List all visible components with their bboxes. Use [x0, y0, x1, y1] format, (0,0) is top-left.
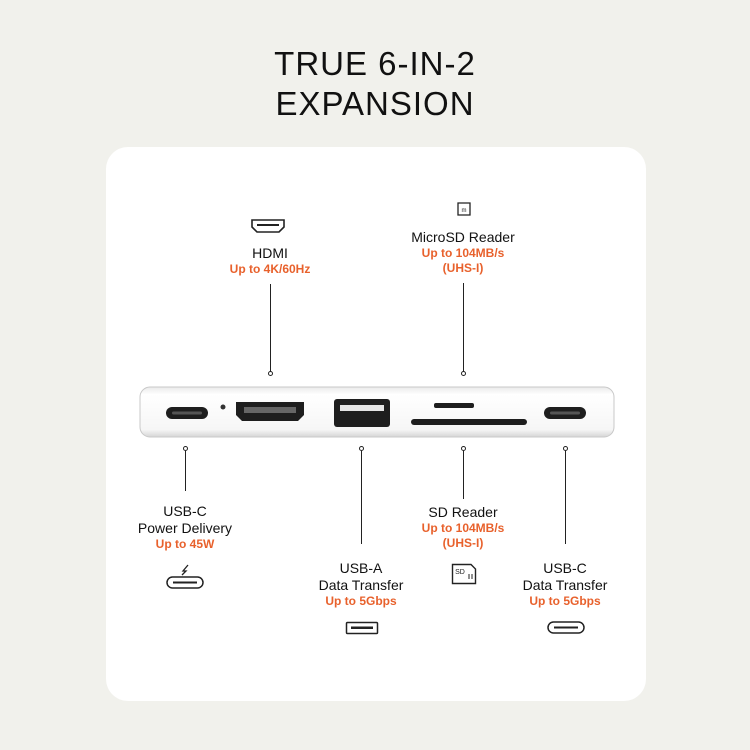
usba-label: USB-A Data Transfer Up to 5Gbps: [271, 560, 451, 609]
microsd-leader-dot: [461, 371, 466, 376]
usbc-data-name-1: USB-C: [543, 560, 587, 576]
hdmi-name: HDMI: [252, 245, 288, 261]
microsd-label: MicroSD Reader Up to 104MB/s (UHS-I): [373, 229, 553, 276]
usbc-data-leader-dot: [563, 446, 568, 451]
sd-card-icon-text: SD: [455, 569, 465, 576]
usbc-pd-name-2: Power Delivery: [137, 520, 233, 536]
sd-spec-1: Up to 104MB/s: [421, 521, 505, 535]
hdmi-icon: [251, 219, 285, 233]
usba-name-2: Data Transfer: [318, 577, 404, 593]
usbc-data-leader: [565, 451, 566, 544]
hdmi-label: HDMI Up to 4K/60Hz: [180, 245, 360, 277]
usbc-data-spec: Up to 5Gbps: [529, 594, 601, 608]
hdmi-leader-dot: [268, 371, 273, 376]
usbc-data-name-2: Data Transfer: [522, 577, 608, 593]
microsd-spec-2: (UHS-I): [442, 261, 484, 275]
usbc-data-label: USB-C Data Transfer Up to 5Gbps: [475, 560, 655, 609]
hdmi-leader: [270, 284, 271, 372]
usbc-power-icon: [166, 564, 204, 589]
usbc-pd-leader: [185, 451, 186, 491]
sd-label: SD Reader Up to 104MB/s (UHS-I): [373, 504, 553, 551]
microsd-slot: [434, 403, 474, 408]
hdmi-spec: Up to 4K/60Hz: [229, 262, 311, 276]
sd-card-icon: SD: [451, 563, 477, 585]
sd-leader: [463, 451, 464, 499]
sd-slot: [411, 419, 527, 425]
usba-port: [334, 399, 390, 427]
usba-leader: [361, 451, 362, 544]
microsd-name: MicroSD Reader: [411, 229, 515, 245]
usba-spec: Up to 5Gbps: [325, 594, 397, 608]
microsd-icon: m: [457, 202, 471, 216]
usbc-pd-leader-dot: [183, 446, 188, 451]
sd-name: SD Reader: [428, 504, 498, 520]
hub-device: [139, 386, 615, 438]
usba-icon: [345, 621, 379, 635]
page-title: TRUE 6-IN-2 EXPANSION: [0, 44, 750, 124]
title-line-1: TRUE 6-IN-2: [274, 45, 476, 82]
usba-name-1: USB-A: [339, 560, 383, 576]
sd-spec-2: (UHS-I): [442, 536, 484, 550]
microsd-spec-1: Up to 104MB/s: [421, 246, 505, 260]
title-line-2: EXPANSION: [275, 85, 475, 122]
status-led: [220, 404, 226, 410]
svg-text:m: m: [462, 208, 467, 214]
microsd-leader: [463, 283, 464, 372]
usba-leader-dot: [359, 446, 364, 451]
usbc-pd-spec: Up to 45W: [155, 537, 215, 551]
sd-leader-dot: [461, 446, 466, 451]
usbc-icon: [547, 621, 585, 634]
usbc-pd-name-1: USB-C: [163, 503, 207, 519]
usbc-pd-label: USB-C Power Delivery Up to 45W: [95, 503, 275, 552]
